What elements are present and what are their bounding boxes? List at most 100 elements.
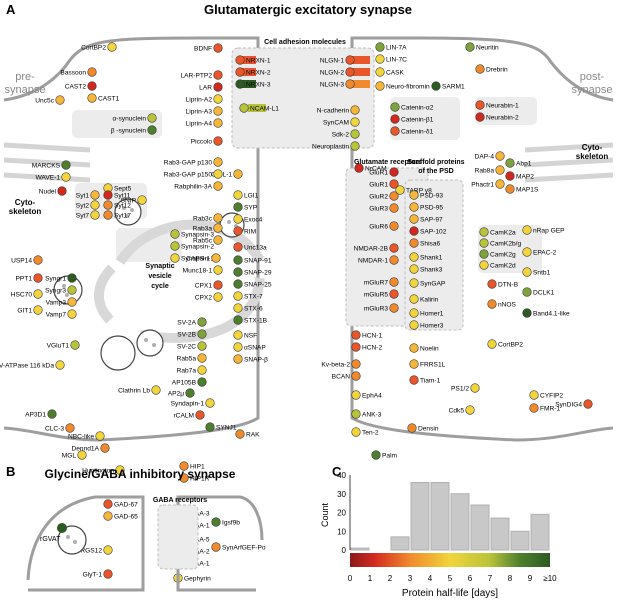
protein-marker: EphA4 [351, 390, 382, 400]
protein-marker: β -synuclein [111, 125, 157, 135]
protein-label: GluR1 [369, 170, 388, 177]
protein-dot [389, 255, 399, 265]
protein-marker: Rab5a [177, 353, 207, 363]
protein-label: SNAP-91 [244, 258, 272, 265]
protein-dot [233, 342, 243, 352]
protein-marker: GAD-65 [103, 511, 138, 521]
protein-label: NrCAM [365, 166, 387, 173]
protein-label: Sntb1 [533, 270, 551, 277]
protein-label: Syt12 [114, 203, 131, 210]
protein-dot [389, 191, 399, 201]
protein-marker: SynCAM [323, 117, 360, 127]
protein-label: GluR6 [369, 224, 388, 231]
protein-label: VGluT1 [47, 343, 70, 350]
protein-label: Catenin-α2 [401, 105, 434, 112]
protein-label: Sept5 [114, 186, 132, 193]
protein-marker: mGluR3 [364, 303, 399, 313]
protein-dot [213, 94, 223, 104]
protein-dot [70, 340, 80, 350]
protein-marker: Synapsin-3 [170, 229, 214, 239]
protein-marker: SNAP-β [233, 354, 268, 364]
protein-dot [33, 305, 43, 315]
protein-label: NLGN-1 [320, 58, 345, 65]
protein-dot [77, 450, 87, 460]
y-axis-label: Count [320, 503, 330, 528]
protein-dot [67, 297, 77, 307]
vesicle-cycle-arrow-left [94, 264, 116, 324]
protein-marker: NLGN-1 [320, 55, 355, 65]
protein-marker: Rab3-GAP p130 [164, 157, 223, 167]
protein-dot [33, 273, 43, 283]
protein-label: SAP-102 [420, 229, 447, 236]
protein-marker: HCN-2 [351, 342, 382, 352]
protein-dot [233, 303, 243, 313]
protein-dot [409, 202, 419, 212]
protein-label: Noelin [420, 346, 439, 353]
protein-label: PSD-93 [420, 193, 443, 200]
protein-label: Neuro-fibromin [386, 84, 430, 91]
protein-label: Rab3c [193, 216, 213, 223]
y-tick-label: 30 [337, 490, 346, 499]
protein-dot [107, 42, 117, 52]
protein-label: WAVE-1 [35, 175, 60, 182]
protein-marker: Rab3-GAP p150 [164, 169, 223, 179]
protein-marker: SAP-97 [409, 214, 443, 224]
protein-label: SynCAM [323, 120, 349, 127]
vesicle-dot [66, 535, 70, 539]
protein-marker: GluR6 [369, 221, 399, 231]
protein-dot [87, 93, 97, 103]
protein-label: nNOS [498, 302, 517, 309]
protein-marker: SYNJ1 [205, 422, 237, 432]
cell-adhesion-title: Cell adhesion molecules [264, 39, 346, 46]
protein-dot [389, 277, 399, 287]
protein-label: GAD-67 [114, 502, 138, 509]
protein-dot [211, 517, 221, 527]
histogram-bar [390, 536, 410, 551]
protein-marker: LAR [199, 82, 223, 92]
protein-marker: AP3D1 [25, 409, 57, 419]
protein-marker: nRap GEP [522, 225, 565, 235]
protein-dot [479, 238, 489, 248]
protein-dot [211, 253, 221, 263]
protein-dot [487, 299, 497, 309]
protein-marker: Vamp3 [46, 297, 77, 307]
protein-dot [151, 385, 161, 395]
protein-label: DCLK1 [533, 290, 555, 297]
protein-dot [115, 465, 125, 475]
protein-label: LAR [199, 85, 212, 92]
protein-dot [103, 190, 113, 200]
protein-dot [487, 339, 497, 349]
protein-label: RAK [246, 432, 260, 439]
protein-label: mGluR5 [364, 292, 389, 299]
protein-dot [529, 390, 539, 400]
protein-dot [87, 81, 97, 91]
histogram-bar [530, 513, 550, 551]
protein-label: SARM1 [442, 84, 465, 91]
protein-dot [213, 265, 223, 275]
protein-label: Unc5c [35, 98, 54, 105]
protein-label: Rab3-GAP p150 [164, 172, 213, 179]
protein-marker: HIP1R [179, 473, 210, 483]
protein-dot [103, 200, 113, 210]
protein-label: SNIP [121, 198, 137, 205]
protein-marker: mGluR5 [364, 289, 399, 299]
protein-label: SV-2A [177, 320, 196, 327]
protein-marker: Igsf9b [211, 517, 240, 527]
protein-label: USP14 [11, 258, 32, 265]
protein-marker: Huntington [82, 465, 125, 475]
x-tick-label: 7 [488, 574, 493, 583]
protein-label: Vamp7 [46, 312, 67, 319]
protein-dot [522, 225, 532, 235]
protein-dot [195, 410, 205, 420]
protein-dot [505, 184, 515, 194]
protein-dot [213, 157, 223, 167]
protein-dot [409, 278, 419, 288]
protein-label: SNAP-29 [244, 270, 272, 277]
protein-label: FRRS1L [420, 362, 446, 369]
protein-marker: Rab8a [475, 165, 505, 175]
protein-label: Abp1 [516, 161, 532, 168]
rgvat-dot [57, 523, 67, 533]
protein-marker: RIM [233, 226, 256, 236]
